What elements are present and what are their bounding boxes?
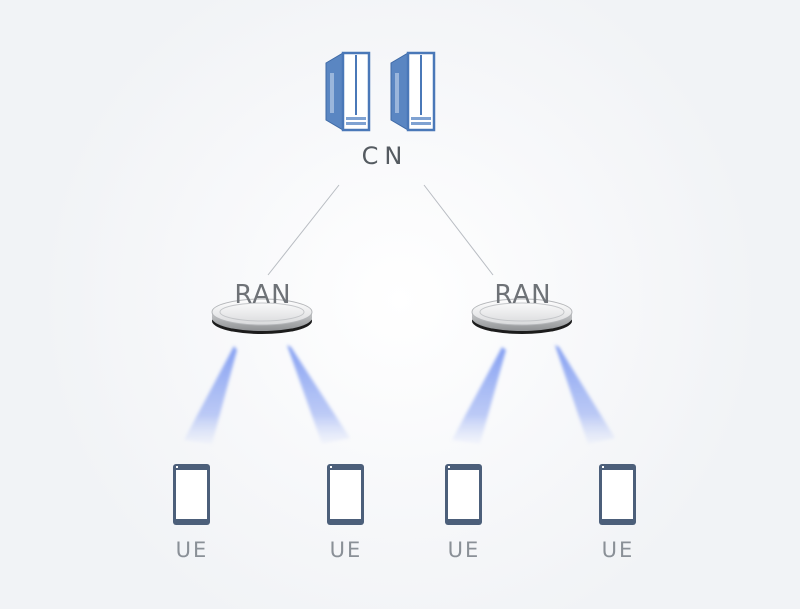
server-icon [390,51,436,132]
phone-icon [173,464,210,525]
ue-label-2: UE [329,538,363,562]
ran-label-1: RAN [234,280,292,310]
cn-label: CN [361,142,409,170]
ue-label-4: UE [601,538,635,562]
base-station-icon [471,298,573,334]
wireless-beam [452,347,506,444]
base-station-icon [211,298,313,334]
wireless-beam [184,346,237,444]
phone-icon [445,464,482,525]
link-cn-ran-2 [423,184,494,276]
wireless-beam [555,345,615,444]
server-icon [325,51,371,132]
phone-icon [599,464,636,525]
phone-icon [327,464,364,525]
ran-label-2: RAN [494,280,552,310]
ue-label-3: UE [447,538,481,562]
link-cn-ran-1 [267,184,340,276]
wireless-beam [287,345,350,444]
ue-label-1: UE [175,538,209,562]
